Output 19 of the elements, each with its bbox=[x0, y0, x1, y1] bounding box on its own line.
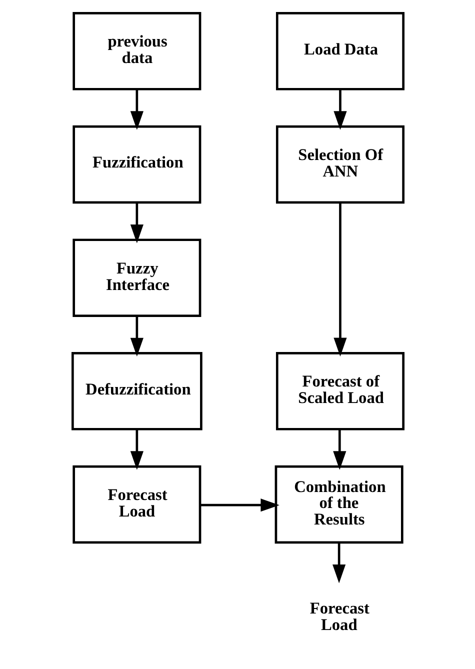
arrow bbox=[130, 429, 143, 470]
arrow bbox=[333, 89, 346, 130]
arrow bbox=[130, 89, 143, 130]
node-text: Forecast Load bbox=[309, 598, 369, 634]
arrow bbox=[333, 202, 346, 356]
arrow bbox=[332, 542, 346, 584]
arrow bbox=[130, 202, 143, 244]
node-box: Forecast Load bbox=[72, 465, 201, 544]
node-box: Forecast of Scaled Load bbox=[275, 352, 404, 430]
node-box: Combination of the Results bbox=[274, 465, 403, 544]
node-box: previous data bbox=[72, 12, 201, 90]
node-box: Load Data bbox=[275, 12, 404, 90]
node-box: Fuzzification bbox=[72, 125, 201, 204]
arrow bbox=[200, 498, 279, 512]
arrow bbox=[332, 429, 346, 470]
node-box: Defuzzification bbox=[71, 352, 202, 430]
node-box: Selection Of ANN bbox=[275, 125, 404, 204]
arrow bbox=[130, 316, 143, 357]
node-box: Fuzzy Interface bbox=[72, 238, 201, 317]
